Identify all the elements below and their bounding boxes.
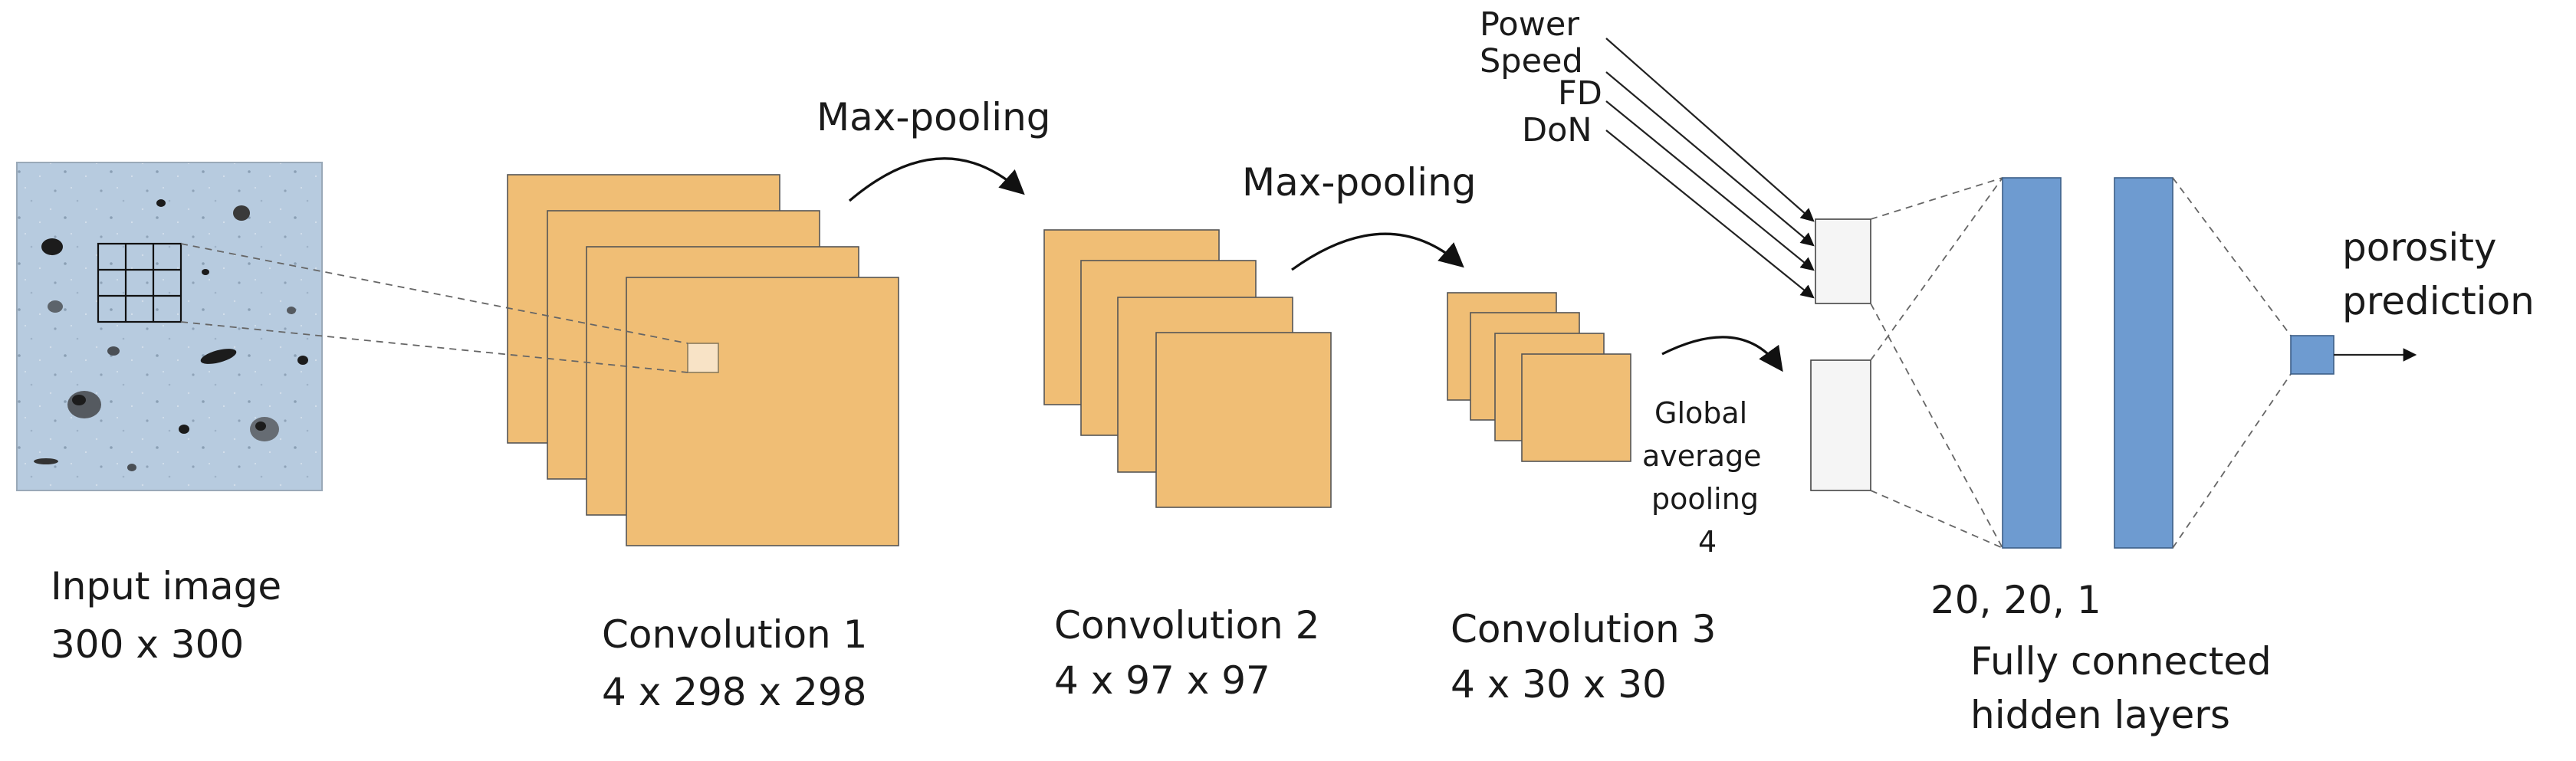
process-params-node (1815, 218, 1871, 304)
input-don-label: DoN (1522, 111, 1592, 149)
conv1-feature-maps (507, 174, 899, 546)
global-average-pooling-arrow (1661, 336, 1783, 372)
fc-connection (2172, 373, 2292, 549)
conv2-map-4 (1155, 332, 1332, 508)
conv3-label: Convolution 3 (1451, 607, 1716, 651)
receptive-field-cell (687, 343, 719, 373)
max-pooling-2-arrow (1291, 232, 1464, 271)
power-arrow (1605, 38, 1815, 222)
conv2-size: 4 x 97 x 97 (1054, 658, 1270, 703)
don-arrow (1605, 130, 1815, 299)
conv1-label: Convolution 1 (602, 612, 867, 657)
input-image-size: 300 x 300 (51, 622, 244, 667)
conv3-map-4 (1521, 353, 1631, 462)
fc-label-line-1: Fully connected (1970, 639, 2272, 684)
fd-arrow (1605, 100, 1815, 271)
conv3-size: 4 x 30 x 30 (1451, 662, 1667, 707)
gap-line-4: 4 (1698, 525, 1717, 559)
input-fd-label: FD (1558, 74, 1602, 113)
output-node (2290, 335, 2334, 375)
conv3-feature-maps (1447, 292, 1631, 462)
conv1-map-4 (626, 277, 899, 546)
fc-connection (1870, 490, 2003, 549)
output-label-line-2: prediction (2342, 279, 2535, 323)
output-label-line-1: porosity (2342, 225, 2497, 270)
fc-connection (2172, 177, 2292, 336)
input-image (16, 162, 323, 491)
conv2-feature-maps (1043, 229, 1332, 508)
conv2-label: Convolution 2 (1054, 603, 1319, 648)
fc-layer-2 (2114, 177, 2174, 549)
fc-connection (1870, 177, 2003, 361)
kernel-grid (97, 242, 182, 323)
input-speed-label: Speed (1480, 42, 1583, 80)
gap-features-node (1810, 359, 1871, 491)
porosity-defects (34, 199, 308, 471)
fc-connection (1870, 177, 2003, 220)
max-pooling-1-label: Max-pooling (816, 95, 1051, 139)
max-pooling-2-label: Max-pooling (1242, 160, 1477, 205)
fc-connection (1870, 303, 2003, 549)
gap-line-1: Global (1654, 396, 1747, 430)
receptive-field-line-top (180, 243, 688, 344)
speed-arrow (1605, 71, 1815, 247)
input-power-label: Power (1480, 5, 1579, 44)
max-pooling-1-arrow (848, 157, 1025, 202)
conv1-size: 4 x 298 x 298 (602, 670, 866, 714)
input-image-label: Input image (51, 564, 281, 608)
gap-line-2: average (1642, 439, 1762, 473)
fc-label-line-2: hidden layers (1970, 693, 2230, 737)
fc-sizes: 20, 20, 1 (1930, 578, 2101, 622)
fc-layer-1 (2002, 177, 2062, 549)
gap-line-3: pooling (1651, 482, 1759, 516)
